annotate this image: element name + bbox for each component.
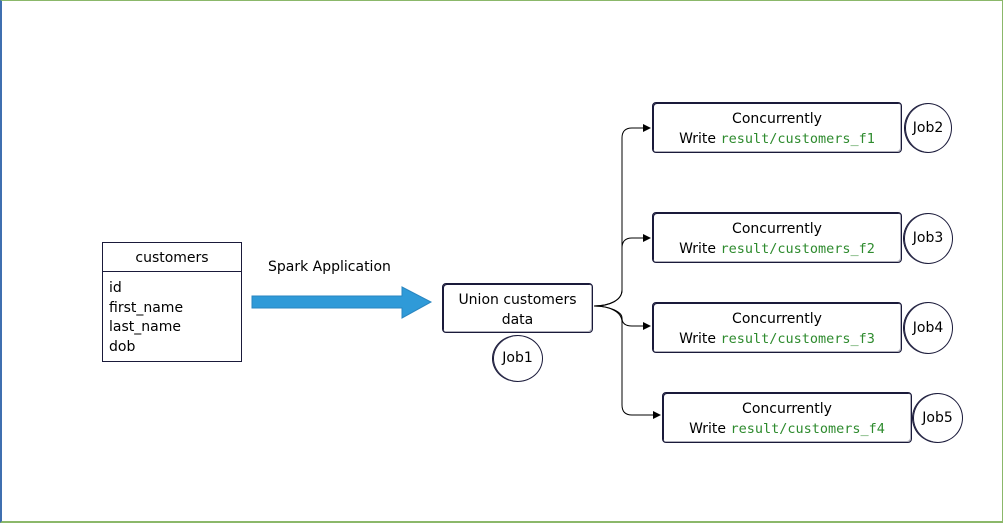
table-fields: id first_name last_name dob (103, 272, 241, 357)
union-line1: Union customers (458, 292, 577, 308)
write-line1: Concurrently (732, 111, 822, 127)
write-path: result/customers_f4 (730, 421, 885, 437)
table-field: first_name (109, 299, 184, 316)
write-line2: Write result/customers_f3 (653, 329, 901, 349)
write-line1: Concurrently (732, 221, 822, 237)
table-title: customers (103, 243, 241, 272)
write-line2: Write result/customers_f1 (653, 129, 901, 149)
table-field: id (109, 280, 122, 296)
write-box-f3: Concurrently Write result/customers_f3 (652, 302, 902, 353)
write-box-f1: Concurrently Write result/customers_f1 (652, 102, 902, 153)
write-prefix: Write (689, 421, 731, 437)
table-field: dob (109, 338, 136, 355)
write-prefix: Write (679, 331, 721, 347)
table-field: last_name (109, 319, 181, 335)
write-line2: Write result/customers_f4 (663, 419, 911, 439)
job3-badge: Job3 (903, 213, 953, 264)
union-box: Union customers data (442, 283, 593, 333)
job4-badge: Job4 (903, 302, 953, 354)
spark-application-arrow (251, 286, 433, 319)
write-box-f4: Concurrently Write result/customers_f4 (662, 392, 912, 443)
write-box-f2: Concurrently Write result/customers_f2 (652, 212, 902, 263)
job5-badge: Job5 (912, 393, 963, 443)
write-line1: Concurrently (742, 401, 832, 417)
job1-badge: Job1 (492, 335, 543, 382)
union-line2: data (501, 312, 534, 328)
spark-application-label: Spark Application (268, 259, 391, 275)
connector-to-job5 (593, 305, 661, 419)
write-prefix: Write (679, 241, 721, 257)
write-path: result/customers_f2 (720, 241, 875, 257)
write-path: result/customers_f3 (720, 331, 875, 347)
write-line1: Concurrently (732, 311, 822, 327)
job2-badge: Job2 (904, 103, 952, 153)
customers-table: customers id first_name last_name dob (102, 242, 242, 362)
write-path: result/customers_f1 (720, 131, 875, 147)
write-line2: Write result/customers_f2 (653, 239, 901, 259)
connector-to-job3 (593, 234, 651, 307)
write-prefix: Write (679, 131, 721, 147)
